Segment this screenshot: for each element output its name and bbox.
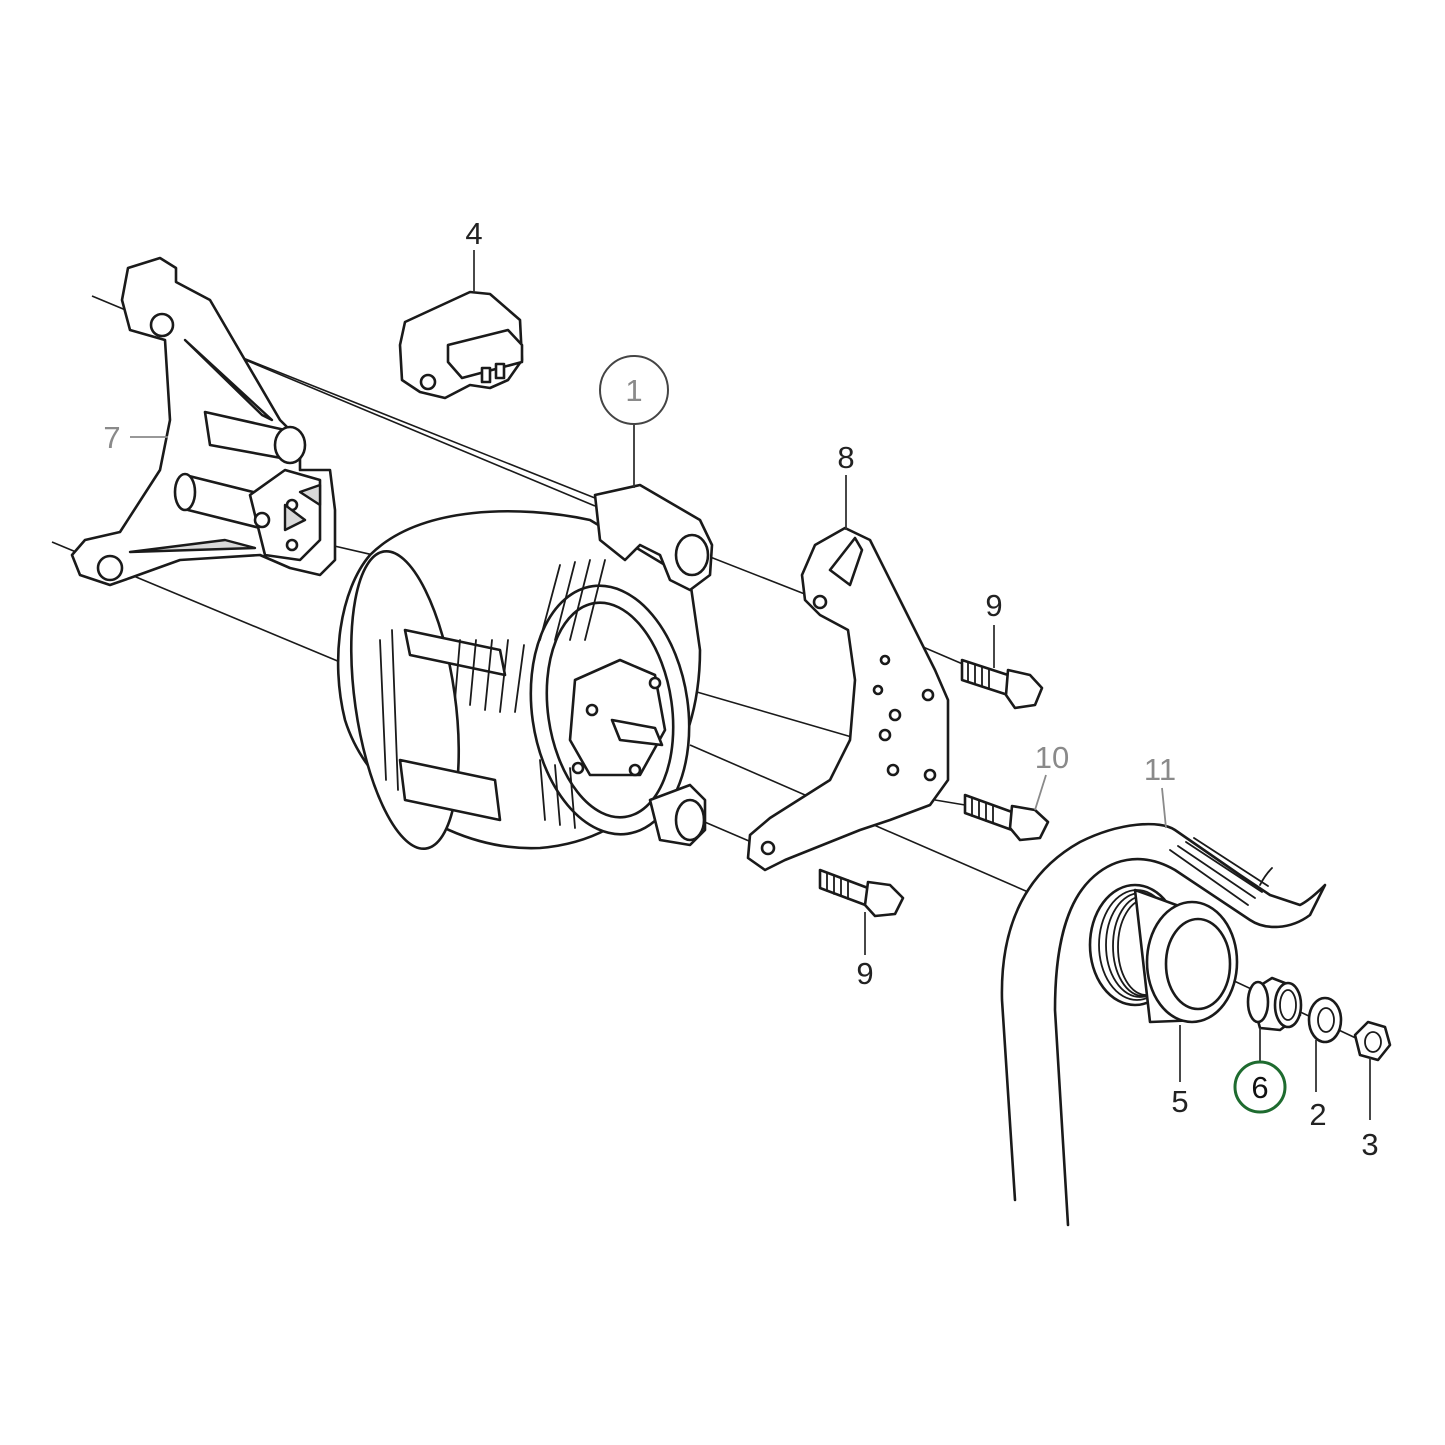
callout-1[interactable]: 1	[599, 355, 669, 425]
part-11-drive-belt[interactable]	[1000, 822, 1327, 1227]
callout-7-label[interactable]: 7	[103, 420, 120, 455]
part-9-bolt-bottom[interactable]	[818, 868, 905, 918]
callout-2-label[interactable]: 2	[1309, 1097, 1326, 1132]
part-2-washer[interactable]	[1307, 996, 1343, 1044]
callout-10-label[interactable]: 10	[1035, 740, 1069, 775]
callout-9-bottom-label[interactable]: 9	[856, 956, 873, 991]
callout-8-label[interactable]: 8	[837, 440, 854, 475]
callout-1-circle	[599, 355, 669, 425]
callout-1-label: 1	[625, 373, 642, 408]
callout-11-label[interactable]: 11	[1144, 752, 1176, 787]
callout-6-highlight-circle	[1233, 1060, 1287, 1114]
callout-6-label: 6	[1251, 1070, 1268, 1105]
part-9-bolt-top[interactable]	[960, 658, 1044, 710]
callout-6-highlighted[interactable]: 6	[1233, 1060, 1287, 1114]
part-5-pulley[interactable]	[1088, 883, 1239, 1024]
stator-fins	[379, 559, 606, 829]
leader-lines	[130, 250, 1371, 1120]
part-10-bolt[interactable]	[963, 793, 1050, 842]
callout-4-label[interactable]: 4	[465, 216, 482, 251]
callout-3-label[interactable]: 3	[1361, 1127, 1378, 1162]
part-4-voltage-regulator[interactable]	[398, 290, 524, 400]
callout-9-top-label[interactable]: 9	[985, 588, 1002, 623]
part-8-bracket-plate[interactable]	[746, 526, 950, 872]
callout-5-label[interactable]: 5	[1171, 1084, 1188, 1119]
part-3-nut[interactable]	[1353, 1020, 1392, 1062]
part-6-bushing[interactable]	[1246, 976, 1303, 1032]
part-1-alternator[interactable]	[335, 483, 714, 855]
